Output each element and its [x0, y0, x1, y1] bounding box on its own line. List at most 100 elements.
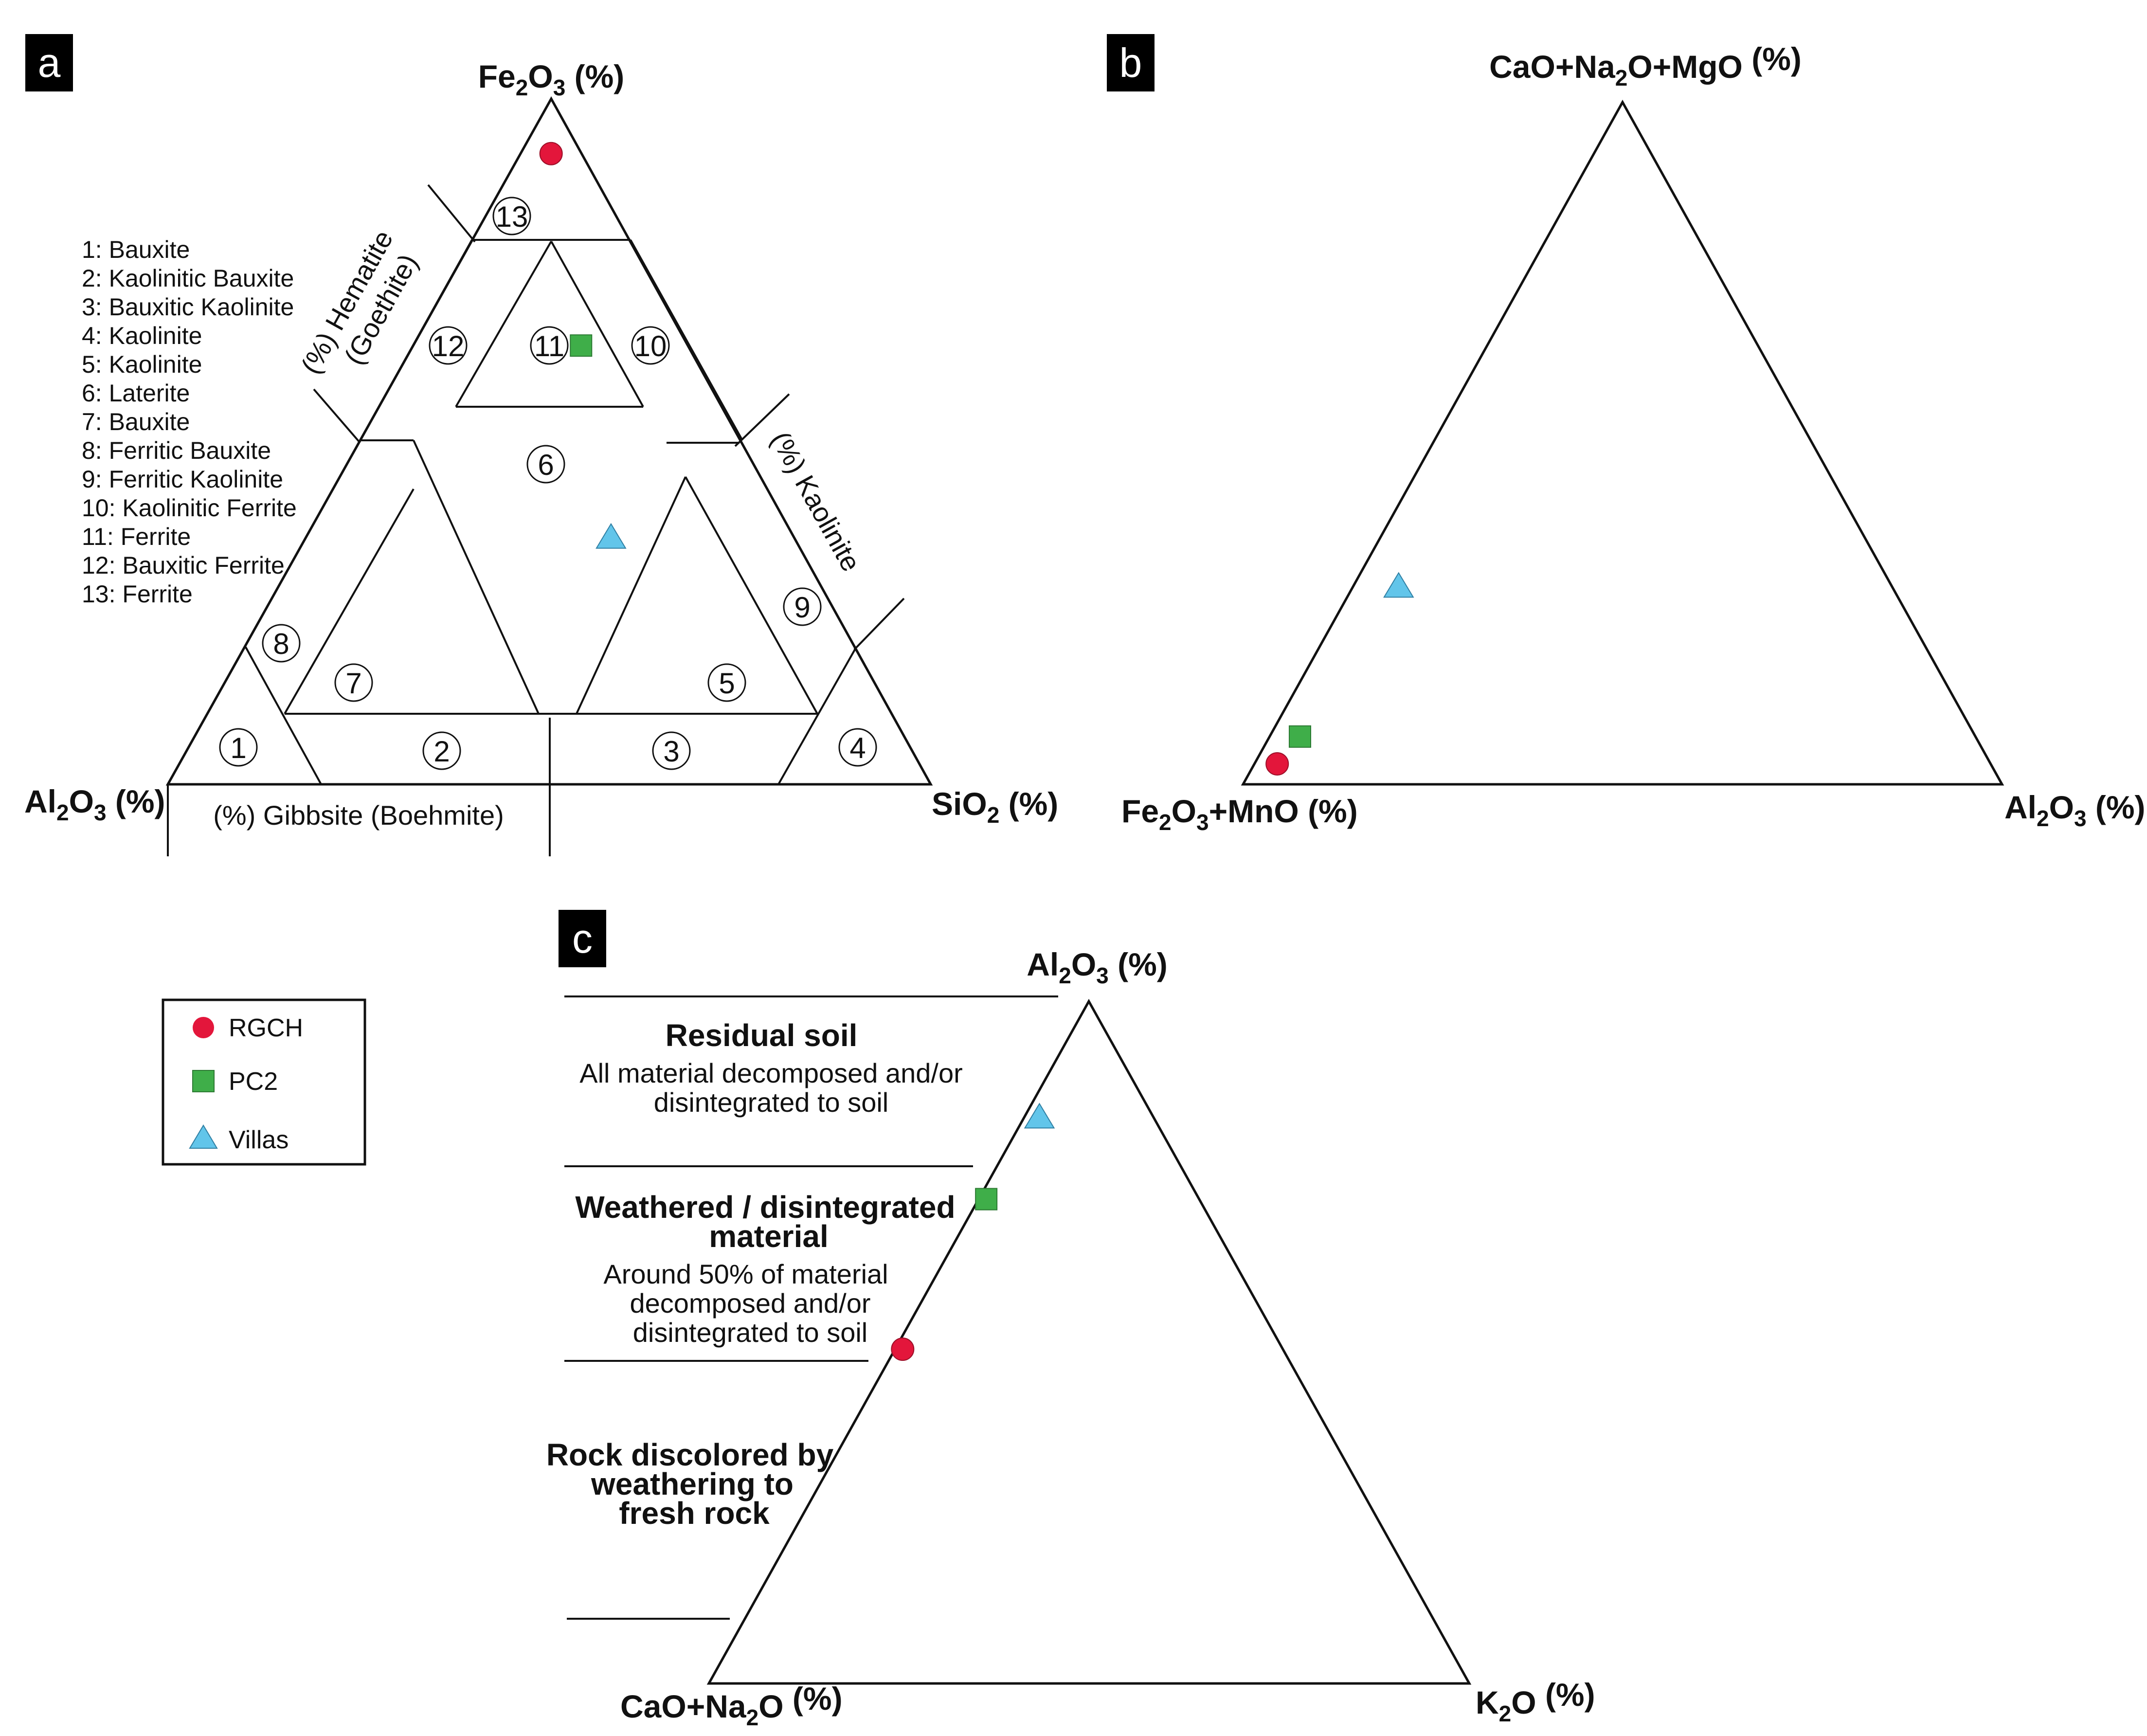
- svg-text:8: 8: [273, 628, 289, 660]
- panel-b-top-apex-label: CaO+Na2O+MgO (%): [1489, 41, 1802, 90]
- point-c-pc2: [975, 1188, 998, 1211]
- panel-c-zone-separators: [564, 995, 1058, 1620]
- region-number-9: 9: [783, 587, 822, 626]
- panel-c-tag: c: [572, 916, 593, 961]
- panel-a-left-apex-label: Al2O3 (%): [24, 783, 165, 825]
- svg-text:Around 50% of material: Around 50% of material: [603, 1259, 888, 1289]
- svg-text:2: Kaolinitic Bauxite: 2: Kaolinitic Bauxite: [82, 265, 294, 292]
- panel-a-region-list: 1: Bauxite 2: Kaolinitic Bauxite 3: Baux…: [82, 236, 297, 608]
- region-number-3: 3: [652, 731, 691, 770]
- panel-a-triangle: [165, 96, 933, 786]
- legend-marker-villas: [189, 1124, 218, 1149]
- region-number-8: 8: [262, 624, 301, 663]
- panel-c-zone-rock: Rock discolored by weathering to fresh r…: [546, 1437, 834, 1531]
- panel-c-right-apex-label: K2O (%): [1476, 1677, 1595, 1726]
- panel-a-top-apex-label: Fe2O3 (%): [478, 58, 625, 100]
- region-number-10: 10: [631, 326, 670, 365]
- legend-item-villas: Villas: [189, 1124, 289, 1154]
- svg-text:10: 10: [634, 330, 667, 362]
- point-a-rgch: [539, 142, 563, 165]
- svg-text:9: 9: [794, 591, 810, 624]
- panel-c-points: [891, 1103, 1055, 1361]
- svg-text:disintegrated to soil: disintegrated to soil: [633, 1317, 868, 1348]
- panel-c-tag-box: [559, 910, 606, 967]
- svg-text:6: Laterite: 6: Laterite: [82, 380, 190, 407]
- panel-a-right-apex-label: SiO2 (%): [932, 786, 1058, 828]
- panel-b-tag: b: [1119, 40, 1142, 86]
- panel-a-points: [539, 142, 627, 549]
- point-b-villas: [1383, 572, 1414, 598]
- legend-label-pc2: PC2: [229, 1067, 278, 1096]
- region-number-4: 4: [838, 728, 877, 767]
- svg-text:5: 5: [719, 667, 735, 700]
- svg-text:13: Ferrite: 13: Ferrite: [82, 580, 193, 608]
- point-a-pc2: [570, 334, 593, 357]
- region-number-5: 5: [707, 663, 746, 702]
- panel-c: c Residual soil All material decomposed …: [546, 910, 1595, 1730]
- panel-c-zone-weathered: Weathered / disintegrated material Aroun…: [575, 1190, 955, 1348]
- legend-item-pc2: PC2: [192, 1067, 278, 1096]
- svg-text:12: Bauxitic Ferrite: 12: Bauxitic Ferrite: [82, 552, 285, 579]
- svg-text:4: 4: [849, 732, 866, 764]
- panel-a-region-numbers: 13 12 11 10 6 9 8 7 5 1 2 3 4: [219, 197, 877, 770]
- legend-marker-pc2: [192, 1070, 215, 1092]
- panel-a-region-boundaries: [167, 184, 905, 856]
- svg-text:3: 3: [663, 735, 679, 768]
- svg-text:Weathered / disintegrated: Weathered / disintegrated: [575, 1190, 955, 1225]
- point-b-pc2: [1289, 725, 1311, 748]
- svg-text:Residual soil: Residual soil: [666, 1018, 858, 1053]
- panel-b-right-apex-label: Al2O3 (%): [2004, 789, 2146, 831]
- svg-text:Rock discolored by: Rock discolored by: [546, 1437, 834, 1472]
- svg-text:material: material: [709, 1219, 828, 1254]
- panel-b-points: [1265, 572, 1414, 776]
- svg-text:2: 2: [433, 735, 450, 768]
- panel-b: b CaO+Na2O+MgO (%) Fe2O3+MnO (%) Al2O3 (…: [1107, 34, 2146, 835]
- legend: RGCH PC2 Villas: [162, 998, 366, 1166]
- point-c-rgch: [891, 1338, 915, 1361]
- svg-text:7: 7: [345, 667, 361, 700]
- point-b-rgch: [1265, 752, 1289, 776]
- legend-item-rgch: RGCH: [193, 1014, 303, 1042]
- region-number-6: 6: [526, 445, 565, 484]
- svg-text:7: Bauxite: 7: Bauxite: [82, 408, 190, 435]
- svg-text:5: Kaolinite: 5: Kaolinite: [82, 351, 202, 378]
- region-number-11: 11: [530, 326, 569, 365]
- panel-a-gibbsite-label: (%) Gibbsite (Boehmite): [213, 800, 504, 831]
- svg-text:6: 6: [538, 449, 554, 481]
- svg-text:1: Bauxite: 1: Bauxite: [82, 236, 190, 263]
- panel-b-tag-box: [1107, 34, 1155, 91]
- svg-text:11: 11: [534, 330, 564, 362]
- legend-marker-rgch: [193, 1017, 214, 1038]
- panel-c-top-apex-label: Al2O3 (%): [1027, 946, 1168, 988]
- region-number-13: 13: [492, 197, 531, 235]
- panel-a-tag-box: [25, 34, 73, 91]
- legend-label-villas: Villas: [229, 1126, 289, 1154]
- panel-b-left-apex-label: Fe2O3+MnO (%): [1121, 793, 1358, 835]
- panel-a-tag: a: [38, 40, 61, 86]
- point-c-villas: [1024, 1103, 1055, 1129]
- svg-text:12: 12: [432, 330, 465, 362]
- svg-text:8: Ferritic Bauxite: 8: Ferritic Bauxite: [82, 437, 271, 464]
- svg-text:4: Kaolinite: 4: Kaolinite: [82, 322, 202, 349]
- svg-text:decomposed and/or: decomposed and/or: [630, 1288, 870, 1319]
- region-number-2: 2: [422, 731, 461, 770]
- panel-a-kaolinite-label: (%) Kaolinite: [765, 426, 867, 576]
- svg-text:11: Ferrite: 11: Ferrite: [82, 523, 191, 550]
- svg-text:9: Ferritic Kaolinite: 9: Ferritic Kaolinite: [82, 466, 283, 493]
- svg-text:fresh rock: fresh rock: [619, 1496, 770, 1531]
- panel-c-zone-residual-soil: Residual soil All material decomposed an…: [579, 1018, 963, 1118]
- svg-text:weathering to: weathering to: [591, 1466, 794, 1501]
- svg-text:3: Bauxitic Kaolinite: 3: Bauxitic Kaolinite: [82, 293, 294, 321]
- svg-text:All material decomposed and/or: All material decomposed and/or: [579, 1058, 963, 1088]
- point-a-villas: [595, 523, 627, 549]
- svg-text:disintegrated to soil: disintegrated to soil: [654, 1087, 889, 1118]
- svg-text:10: Kaolinitic Ferrite: 10: Kaolinitic Ferrite: [82, 494, 297, 522]
- panel-c-left-apex-label: CaO+Na2O (%): [620, 1681, 843, 1730]
- svg-text:1: 1: [230, 732, 246, 764]
- panel-b-triangle: [1241, 99, 2004, 786]
- region-number-1: 1: [219, 728, 258, 767]
- svg-text:13: 13: [496, 200, 528, 233]
- region-number-7: 7: [334, 663, 373, 702]
- legend-label-rgch: RGCH: [229, 1014, 303, 1042]
